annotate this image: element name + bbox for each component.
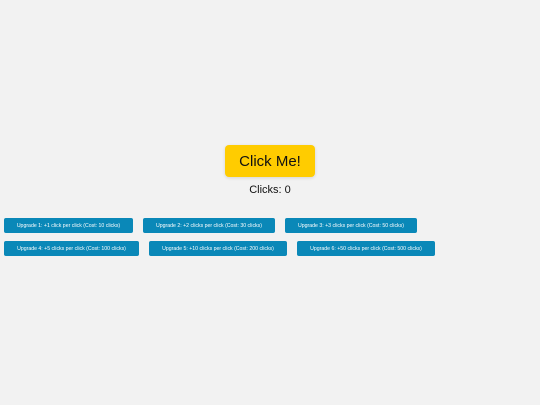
click-me-button[interactable]: Click Me! <box>225 145 315 177</box>
upgrade-1-button[interactable]: Upgrade 1: +1 click per click (Cost: 10 … <box>4 218 133 233</box>
upgrades-row-1: Upgrade 1: +1 click per click (Cost: 10 … <box>4 218 536 233</box>
clicks-label: Clicks: <box>249 184 282 196</box>
upgrade-3-button[interactable]: Upgrade 3: +3 clicks per click (Cost: 50… <box>285 218 417 233</box>
upgrades-panel: Upgrade 1: +1 click per click (Cost: 10 … <box>4 218 536 264</box>
clicks-value: 0 <box>284 184 291 196</box>
upgrades-row-2: Upgrade 4: +5 clicks per click (Cost: 10… <box>4 241 536 256</box>
clicks-counter: Clicks: 0 <box>0 184 540 196</box>
upgrade-4-button[interactable]: Upgrade 4: +5 clicks per click (Cost: 10… <box>4 241 139 256</box>
upgrade-6-button[interactable]: Upgrade 6: +50 clicks per click (Cost: 5… <box>297 241 435 256</box>
upgrade-2-button[interactable]: Upgrade 2: +2 clicks per click (Cost: 30… <box>143 218 275 233</box>
upgrade-5-button[interactable]: Upgrade 5: +10 clicks per click (Cost: 2… <box>149 241 287 256</box>
